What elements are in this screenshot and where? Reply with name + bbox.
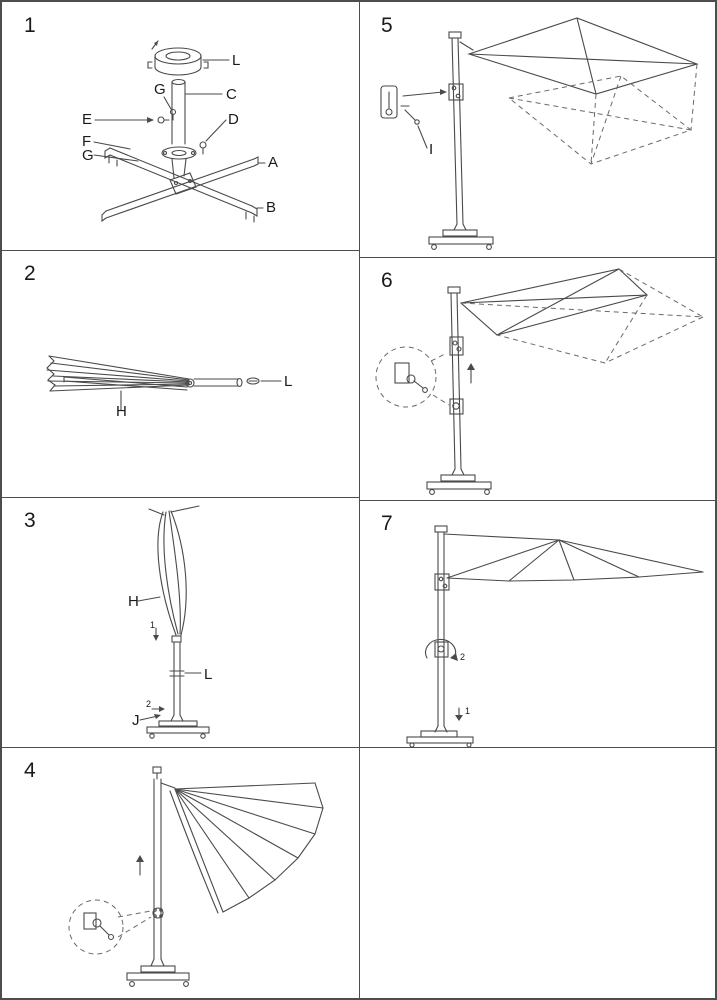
divider-left-2 bbox=[2, 497, 359, 498]
panel-4-drawing bbox=[68, 766, 324, 987]
panel-1-number: 1 bbox=[24, 14, 36, 37]
panel-2-drawing: H L bbox=[46, 355, 292, 420]
panel-3-number: 3 bbox=[24, 509, 36, 532]
part-label-L: L bbox=[232, 52, 240, 69]
part-label-C: C bbox=[226, 86, 237, 103]
panel-4: 4 bbox=[2, 747, 359, 998]
step-label-1: 1 bbox=[465, 706, 470, 716]
panel-3-drawing: H L J 1 2 bbox=[128, 505, 212, 739]
panel-7-drawing: 2 1 bbox=[406, 525, 704, 747]
part-label-G-left: G bbox=[82, 147, 94, 164]
divider-left-1 bbox=[2, 250, 359, 251]
part-label-H: H bbox=[128, 593, 139, 610]
part-label-G-top: G bbox=[154, 81, 166, 98]
part-label-B: B bbox=[266, 199, 276, 216]
part-label-H: H bbox=[116, 403, 127, 420]
panel-4-number: 4 bbox=[24, 759, 36, 782]
step-label-2: 2 bbox=[146, 699, 151, 709]
divider-right-2 bbox=[359, 500, 715, 501]
panel-1: 1 bbox=[2, 2, 359, 250]
panel-5: 5 bbox=[359, 2, 715, 257]
panel-1-drawing: L C G E F G D A B bbox=[82, 40, 278, 223]
part-label-L: L bbox=[284, 373, 292, 390]
panel-6-drawing bbox=[375, 268, 704, 495]
part-label-L: L bbox=[204, 666, 212, 683]
part-label-J: J bbox=[132, 712, 140, 729]
panel-6-number: 6 bbox=[381, 269, 393, 292]
part-label-D: D bbox=[228, 111, 239, 128]
part-label-F: F bbox=[82, 133, 91, 150]
panel-2-number: 2 bbox=[24, 262, 36, 285]
panel-5-drawing: I bbox=[380, 17, 699, 250]
panel-6: 6 bbox=[359, 257, 715, 500]
divider-row-3 bbox=[2, 747, 715, 748]
panel-7: 7 2 bbox=[359, 500, 715, 747]
panel-7-number: 7 bbox=[381, 512, 393, 535]
panel-2: 2 H L bbox=[2, 250, 359, 497]
part-label-A: A bbox=[268, 154, 278, 171]
panel-3: 3 bbox=[2, 497, 359, 747]
part-label-I: I bbox=[429, 141, 433, 158]
panel-5-number: 5 bbox=[381, 14, 393, 37]
panel-empty bbox=[359, 747, 715, 998]
step-label-2: 2 bbox=[460, 652, 465, 662]
divider-right-1 bbox=[359, 257, 715, 258]
step-label-1: 1 bbox=[150, 620, 155, 630]
part-label-E: E bbox=[82, 111, 92, 128]
